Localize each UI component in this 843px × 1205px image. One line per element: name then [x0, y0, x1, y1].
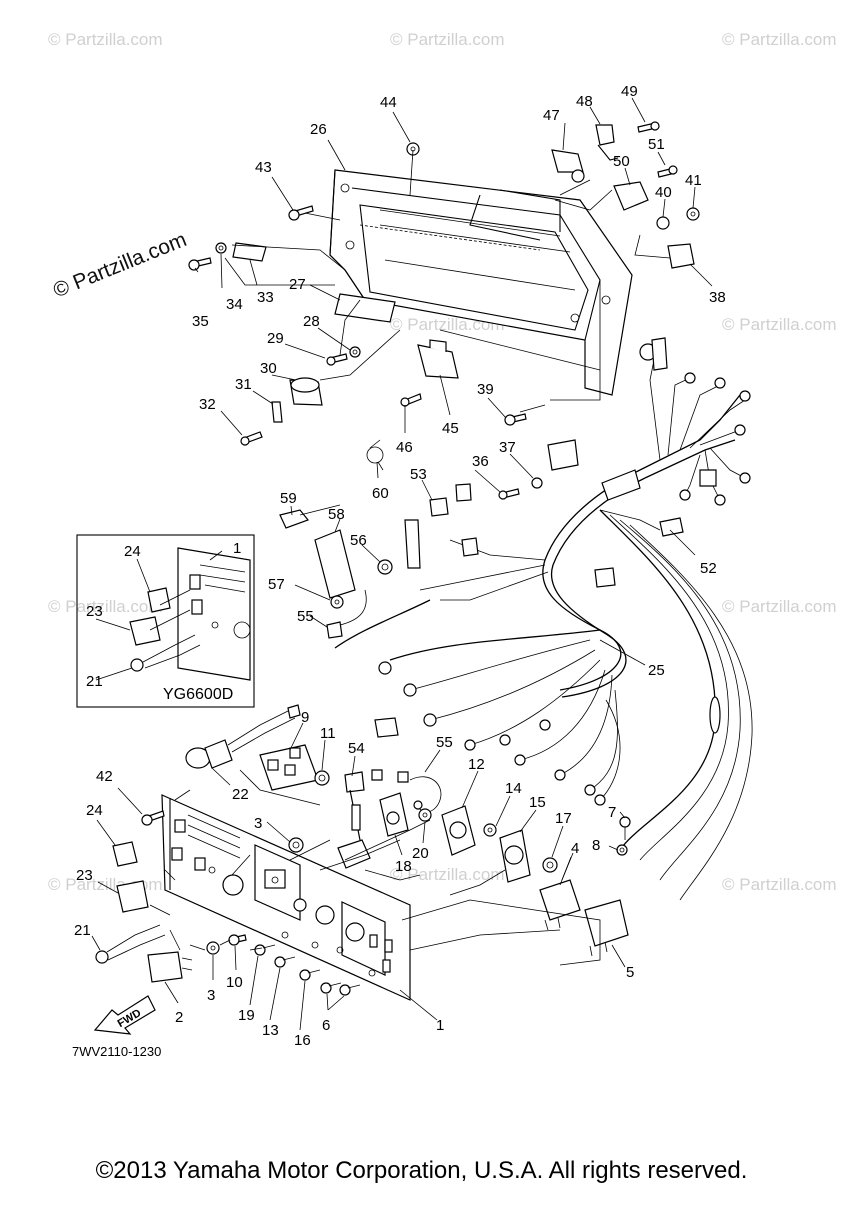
callout-1: 1 [436, 1017, 444, 1034]
fwd-arrow-icon: FWD [93, 995, 156, 1035]
watermark: © Partzilla.com [722, 875, 837, 894]
callout-49: 49 [621, 83, 638, 100]
callout-59: 59 [280, 490, 297, 507]
callout-13: 13 [262, 1022, 279, 1039]
callout-55: 55 [297, 608, 314, 625]
callout-36: 36 [472, 453, 489, 470]
watermark: © Partzilla.com [722, 30, 837, 49]
callout-23: 23 [76, 867, 93, 884]
callout-57: 57 [268, 576, 285, 593]
callout-34: 34 [226, 296, 243, 313]
callout-23: 23 [86, 603, 103, 620]
upper-assembly-lines [224, 149, 671, 401]
callout-48: 48 [576, 93, 593, 110]
callout-47: 47 [543, 107, 560, 124]
callout-1: 1 [233, 540, 241, 557]
callout-19: 19 [238, 1007, 255, 1024]
callout-43: 43 [255, 159, 272, 176]
reference-code: 7WV2110-1230 [72, 1044, 162, 1059]
callout-44: 44 [380, 94, 397, 111]
callout-10: 10 [226, 974, 243, 991]
callout-7: 7 [608, 804, 616, 821]
callout-46: 46 [396, 439, 413, 456]
inset-label: YG6600D [163, 686, 234, 703]
callout-8: 8 [592, 837, 600, 854]
callout-11: 11 [320, 725, 336, 742]
lower-parts [95, 704, 631, 996]
callout-14: 14 [505, 780, 522, 797]
wire-harness [366, 337, 753, 901]
copyright-notice: ©2013 Yamaha Motor Corporation, U.S.A. A… [95, 1157, 748, 1184]
middle-parts [279, 504, 442, 869]
callout-30: 30 [260, 360, 277, 377]
callout-39: 39 [477, 381, 494, 398]
callout-32: 32 [199, 396, 216, 413]
callout-53: 53 [410, 466, 427, 483]
callout-leaders [91, 97, 713, 1031]
callout-41: 41 [685, 172, 702, 189]
callout-31: 31 [235, 376, 252, 393]
watermark: © Partzilla.com [722, 597, 837, 616]
callout-3: 3 [254, 815, 262, 832]
callout-20: 20 [412, 845, 429, 862]
callout-58: 58 [328, 506, 345, 523]
callout-6: 6 [322, 1017, 330, 1034]
watermarks: © Partzilla.com © Partzilla.com © Partzi… [48, 30, 837, 894]
callout-50: 50 [613, 153, 630, 170]
watermark: © Partzilla.com [722, 315, 837, 334]
callout-24: 24 [86, 802, 103, 819]
callout-56: 56 [350, 532, 367, 549]
upper-small-parts [188, 121, 700, 446]
callout-16: 16 [294, 1032, 311, 1049]
callout-60: 60 [372, 485, 389, 502]
control-box-housing [329, 169, 633, 396]
callout-40: 40 [655, 184, 672, 201]
control-panel [161, 794, 411, 1001]
callout-9: 9 [301, 709, 309, 726]
callout-38: 38 [709, 289, 726, 306]
callout-45: 45 [442, 420, 459, 437]
inset-yg6600d [76, 534, 255, 708]
callout-21: 21 [74, 922, 91, 939]
callout-28: 28 [303, 313, 320, 330]
callout-33: 33 [257, 289, 274, 306]
callout-26: 26 [310, 121, 327, 138]
watermark: © Partzilla.com [390, 865, 505, 884]
callout-35: 35 [192, 313, 209, 330]
callout-3: 3 [207, 987, 215, 1004]
callout-5: 5 [626, 964, 634, 981]
watermark: © Partzilla.com [48, 597, 163, 616]
callout-24: 24 [124, 543, 141, 560]
callout-22: 22 [232, 786, 249, 803]
callout-21: 21 [86, 673, 103, 690]
watermark: © Partzilla.com [48, 30, 163, 49]
callout-27: 27 [289, 276, 306, 293]
watermark: © Partzilla.com [390, 30, 505, 49]
callout-18: 18 [395, 858, 412, 875]
callout-37: 37 [499, 439, 516, 456]
callout-2: 2 [175, 1009, 183, 1026]
callout-4: 4 [571, 840, 579, 857]
callout-15: 15 [529, 794, 546, 811]
lower-assembly-lines [149, 769, 601, 966]
callout-54: 54 [348, 740, 365, 757]
callout-25: 25 [648, 662, 665, 679]
callout-29: 29 [267, 330, 284, 347]
direction-label: FWD [116, 1007, 144, 1030]
callout-51: 51 [648, 136, 665, 153]
callout-42: 42 [96, 768, 113, 785]
callout-55: 55 [436, 734, 453, 751]
callout-12: 12 [468, 756, 485, 773]
callout-labels: 1 1 2 3 3 4 5 6 7 8 9 10 11 12 13 14 15 … [74, 83, 726, 1049]
callout-52: 52 [700, 560, 717, 577]
callout-17: 17 [555, 810, 572, 827]
